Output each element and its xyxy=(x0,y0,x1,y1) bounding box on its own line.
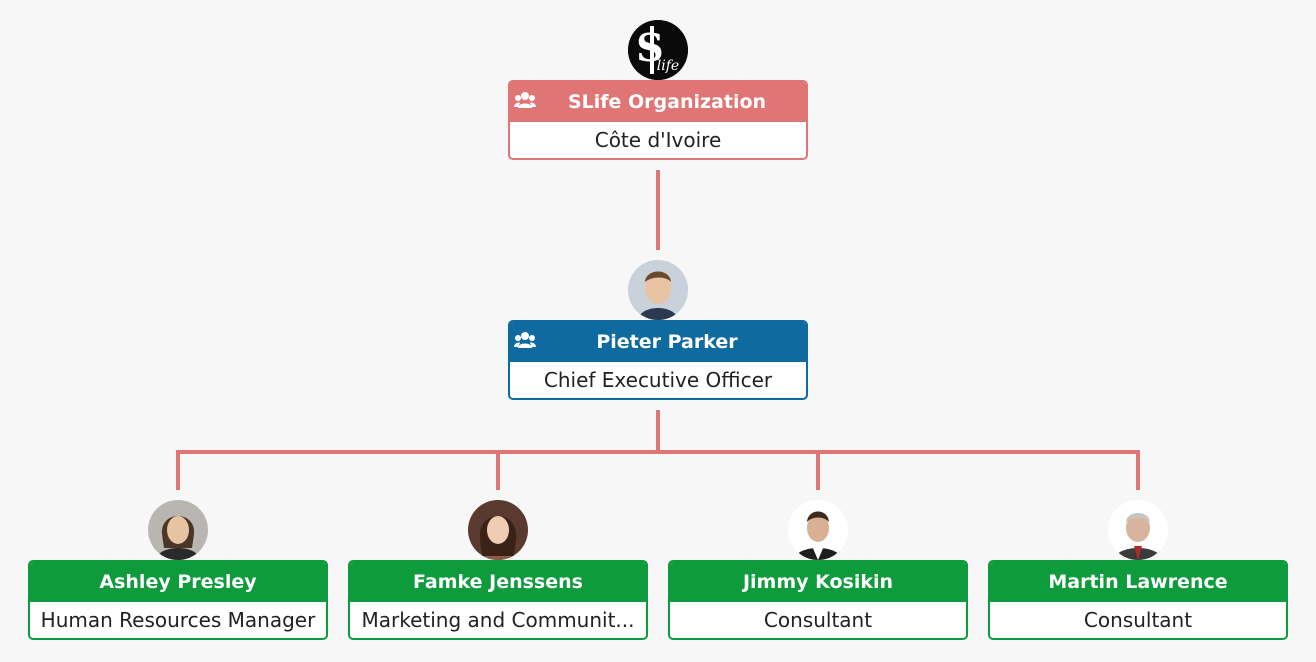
slife-logo-icon: S life xyxy=(628,20,688,80)
staff-name: Jimmy Kosikin xyxy=(742,571,894,593)
ceo-node[interactable]: Pieter Parker Chief Executive Officer xyxy=(508,320,808,400)
staff-avatar-ashley xyxy=(148,500,208,560)
users-icon xyxy=(514,92,536,108)
staff-title: Consultant xyxy=(763,608,873,632)
staff-avatar-martin xyxy=(1108,500,1168,560)
staff-title: Human Resources Manager xyxy=(40,608,316,632)
staff-name: Famke Jenssens xyxy=(413,571,583,593)
staff-avatar-famke xyxy=(468,500,528,560)
staff-node-famke[interactable]: Famke Jenssens Marketing and Communit... xyxy=(348,560,648,640)
staff-node-ashley[interactable]: Ashley Presley Human Resources Manager xyxy=(28,560,328,640)
staff-title: Consultant xyxy=(1083,608,1193,632)
staff-name: Martin Lawrence xyxy=(1048,571,1228,593)
staff-node-martin[interactable]: Martin Lawrence Consultant xyxy=(988,560,1288,640)
staff-name: Ashley Presley xyxy=(99,571,257,593)
ceo-node-header: Pieter Parker xyxy=(510,322,806,362)
staff-node-header: Famke Jenssens xyxy=(350,562,646,602)
org-location: Côte d'Ivoire xyxy=(594,128,722,152)
staff-node-header: Jimmy Kosikin xyxy=(670,562,966,602)
staff-title: Marketing and Communit... xyxy=(361,608,635,632)
svg-text:life: life xyxy=(657,58,679,74)
ceo-title: Chief Executive Officer xyxy=(543,368,773,392)
staff-node-jimmy[interactable]: Jimmy Kosikin Consultant xyxy=(668,560,968,640)
ceo-avatar xyxy=(628,260,688,320)
users-icon xyxy=(514,332,536,348)
staff-avatar-jimmy xyxy=(788,500,848,560)
staff-node-header: Martin Lawrence xyxy=(990,562,1286,602)
staff-node-header: Ashley Presley xyxy=(30,562,326,602)
org-name: SLife Organization xyxy=(567,91,767,113)
ceo-name: Pieter Parker xyxy=(596,331,738,353)
org-node-header: SLife Organization xyxy=(510,82,806,122)
org-node[interactable]: SLife Organization Côte d'Ivoire xyxy=(508,80,808,160)
